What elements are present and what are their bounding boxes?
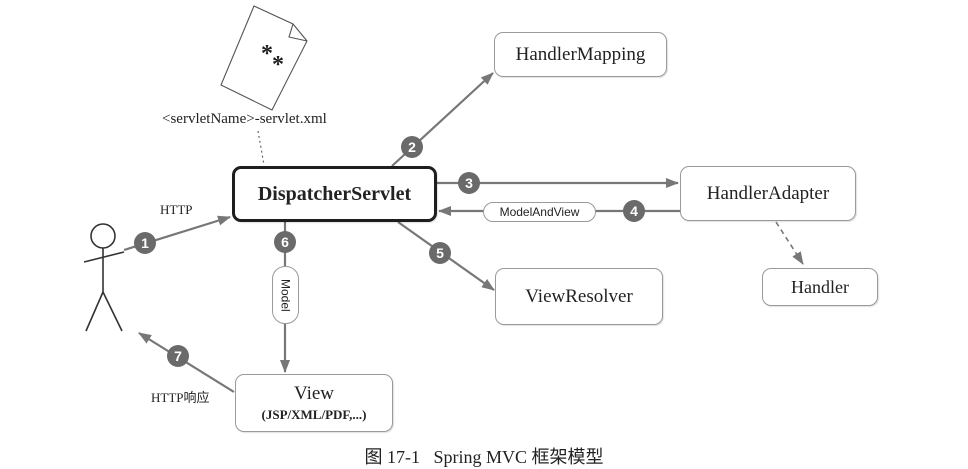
dispatcher-servlet-box: DispatcherServlet bbox=[232, 166, 437, 222]
document-page bbox=[220, 5, 308, 111]
model-label: Model bbox=[278, 278, 293, 312]
handler-mapping-box: HandlerMapping bbox=[494, 32, 667, 77]
view-title: View bbox=[293, 383, 334, 404]
handler-box: Handler bbox=[762, 268, 878, 306]
step-badge-7: 7 bbox=[167, 345, 189, 367]
handler-label: Handler bbox=[791, 276, 849, 297]
dispatcher-servlet-label: DispatcherServlet bbox=[257, 182, 412, 205]
http-response-label: HTTP响应 bbox=[151, 390, 210, 405]
document-glyph-1: * bbox=[261, 41, 273, 67]
handler-adapter-label: HandlerAdapter bbox=[706, 182, 830, 204]
step-badge-1: 1 bbox=[134, 232, 156, 254]
figure-arms bbox=[83, 251, 125, 263]
view-box: View (JSP/XML/PDF,...) bbox=[235, 374, 393, 432]
step-badge-5: 5 bbox=[429, 242, 451, 264]
xml-document-icon: * * bbox=[220, 5, 308, 111]
document-fold bbox=[288, 23, 308, 42]
view-resolver-label: ViewResolver bbox=[525, 285, 633, 307]
step-badge-4: 4 bbox=[623, 200, 645, 222]
view-subtitle: (JSP/XML/PDF,...) bbox=[261, 407, 367, 422]
handler-adapter-box: HandlerAdapter bbox=[680, 166, 856, 221]
figure-right-leg bbox=[102, 291, 123, 332]
config-file-label: <servletName>-servlet.xml bbox=[162, 111, 327, 127]
model-pill: Model bbox=[272, 266, 299, 324]
step-badge-2: 2 bbox=[401, 136, 423, 158]
config-link-dotted bbox=[257, 130, 265, 166]
handler-mapping-label: HandlerMapping bbox=[515, 43, 646, 65]
step-badge-3: 3 bbox=[458, 172, 480, 194]
model-and-view-pill: ModelAndView bbox=[483, 202, 596, 222]
figure-caption: 图 17-1 Spring MVC 框架模型 bbox=[364, 447, 604, 467]
figure-head bbox=[90, 223, 116, 249]
arrow-adapter-to-handler bbox=[775, 221, 804, 265]
user-stick-figure-icon bbox=[83, 223, 125, 332]
step-badge-6: 6 bbox=[274, 231, 296, 253]
http-request-label: HTTP bbox=[160, 202, 193, 217]
document-glyph-2: * bbox=[272, 52, 284, 78]
model-and-view-label: ModelAndView bbox=[499, 205, 580, 219]
view-resolver-box: ViewResolver bbox=[495, 268, 663, 325]
figure-left-leg bbox=[85, 291, 104, 332]
